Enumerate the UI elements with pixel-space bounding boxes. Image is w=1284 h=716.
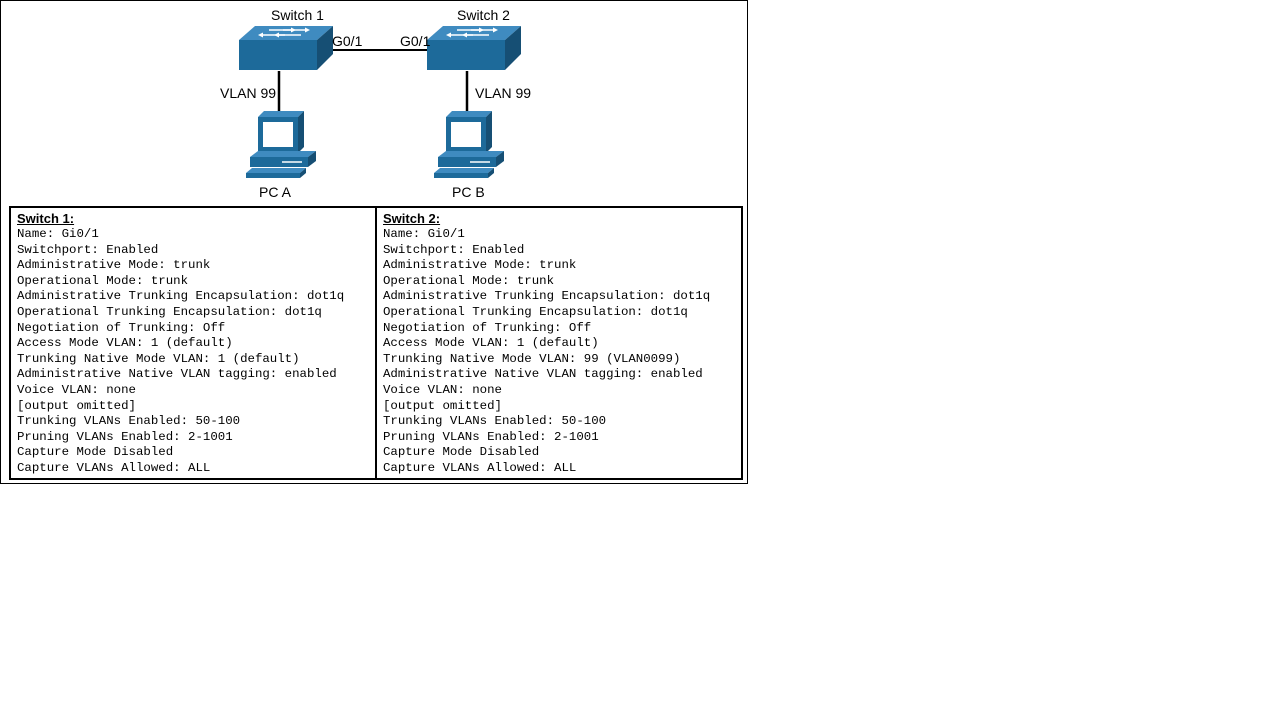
output-line: Switchport: Enabled [383,242,525,257]
topology-diagram: Switch 1 Switch 2 G0/1 G0/1 VLAN 99 VLAN… [220,7,531,200]
switch-1-label: Switch 1 [271,7,324,23]
output-line: Negotiation of Trunking: Off [383,320,592,335]
output-line: Administrative Native VLAN tagging: enab… [383,367,703,382]
output-line: Capture Mode Disabled [17,445,174,460]
output-line: Operational Trunking Encapsulation: dot1… [17,304,322,319]
output-line: Capture VLANs Allowed: ALL [17,460,211,475]
output-line: Operational Mode: trunk [383,273,555,288]
output-line: [output omitted] [383,398,502,413]
output-line: [output omitted] [17,398,136,413]
pc-b-icon [433,110,505,179]
output-line: Capture VLANs Allowed: ALL [383,460,577,475]
switch-2-vlan-label: VLAN 99 [475,85,531,101]
output-line: Negotiation of Trunking: Off [17,320,226,335]
switch-2-output-title: Switch 2: [383,211,441,226]
output-line: Access Mode VLAN: 1 (default) [17,336,233,351]
output-line: Trunking VLANs Enabled: 50-100 [383,414,607,429]
output-line: Pruning VLANs Enabled: 2-1001 [17,429,233,444]
network-figure: Switch 1 Switch 2 G0/1 G0/1 VLAN 99 VLAN… [0,0,748,484]
switch-1-icon [238,25,334,71]
pc-a-label: PC A [259,184,292,200]
output-line: Administrative Trunking Encapsulation: d… [17,289,345,304]
output-line: Trunking VLANs Enabled: 50-100 [17,414,241,429]
switch-2-label: Switch 2 [457,7,510,23]
switch-1-vlan-label: VLAN 99 [220,85,276,101]
output-line: Pruning VLANs Enabled: 2-1001 [383,429,599,444]
output-line: Access Mode VLAN: 1 (default) [383,336,599,351]
output-line: Administrative Mode: trunk [17,258,211,273]
output-line: Switchport: Enabled [17,242,159,257]
pc-a-icon [245,110,317,179]
switch-1-output-title: Switch 1: [17,211,75,226]
output-line: Capture Mode Disabled [383,445,540,460]
output-line: Trunking Native Mode VLAN: 99 (VLAN0099) [383,351,681,366]
output-line: Administrative Native VLAN tagging: enab… [17,367,337,382]
output-line: Trunking Native Mode VLAN: 1 (default) [17,351,300,366]
output-line: Operational Trunking Encapsulation: dot1… [383,304,688,319]
output-line: Name: Gi0/1 [383,227,465,241]
switch-2-icon [426,25,522,71]
pc-b-label: PC B [452,184,485,200]
output-line: Name: Gi0/1 [17,227,99,241]
switch-1-port-label: G0/1 [332,33,363,49]
output-line: Voice VLAN: none [383,382,502,397]
switch-2-port-label: G0/1 [400,33,431,49]
output-line: Voice VLAN: none [17,382,136,397]
output-line: Administrative Trunking Encapsulation: d… [383,289,711,304]
output-line: Operational Mode: trunk [17,273,189,288]
output-line: Administrative Mode: trunk [383,258,577,273]
